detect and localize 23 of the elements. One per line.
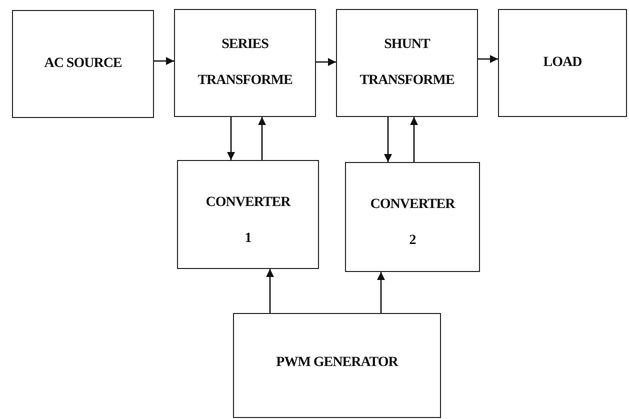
block-label: SERIES TRANSFORME <box>198 36 292 90</box>
block-label: SHUNT TRANSFORME <box>360 36 454 90</box>
arrow <box>258 117 266 160</box>
block-label: AC SOURCE <box>44 56 122 72</box>
block-box <box>345 162 480 272</box>
block-label: LOAD <box>543 55 582 71</box>
arrow <box>384 117 392 162</box>
block-label: PWM GENERATOR <box>276 354 398 370</box>
block-box <box>177 160 319 269</box>
block-label: CONVERTER 1 <box>206 194 290 248</box>
block-box <box>174 9 316 117</box>
arrow <box>266 269 274 313</box>
block-box <box>233 313 441 418</box>
block-box <box>336 9 478 117</box>
arrow <box>377 272 385 313</box>
arrow <box>478 55 498 63</box>
arrow <box>410 117 418 162</box>
block-label: CONVERTER 2 <box>370 196 455 250</box>
arrow <box>316 58 336 66</box>
arrow <box>154 57 174 65</box>
block-box <box>12 10 154 118</box>
block-box <box>498 9 627 117</box>
arrow <box>227 117 235 160</box>
